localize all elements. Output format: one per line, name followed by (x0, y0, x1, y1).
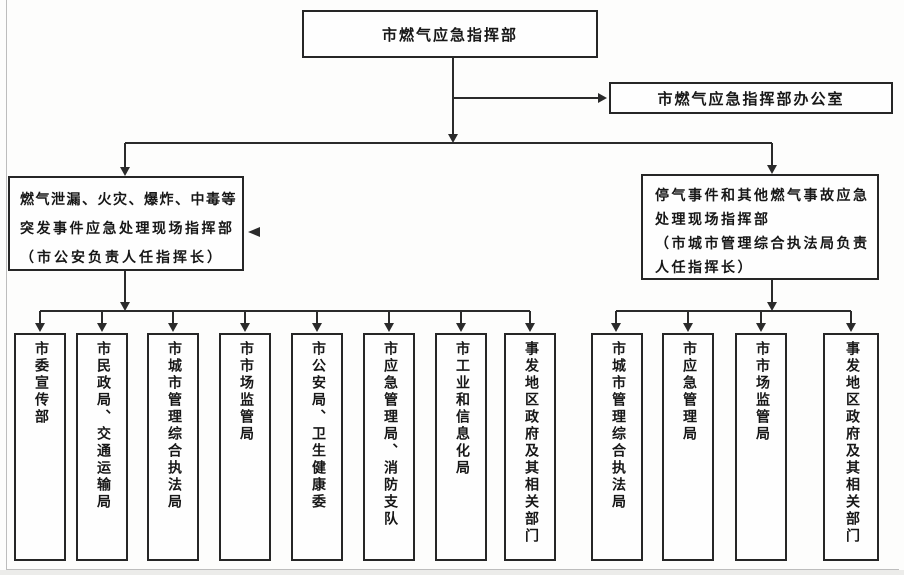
page-border-bottom (6, 569, 899, 570)
arrowhead-down-icon (312, 323, 322, 332)
arrowhead-down-icon (756, 323, 766, 332)
node-label: 市燃气应急指挥部办公室 (657, 91, 845, 108)
arrowhead-down-icon (611, 323, 621, 332)
node-label: 市民政局、交通运输局 (95, 341, 110, 511)
node-right-member-2: 市应急管理局 (662, 333, 714, 561)
node-left-member-7: 市工业和信息化局 (435, 333, 487, 561)
arrowhead-down-icon (97, 323, 107, 332)
arrowhead-down-icon (168, 323, 178, 332)
node-left-member-8: 事发地区政府及其相关部门 (504, 333, 556, 561)
arrowhead-right-icon (598, 93, 607, 103)
node-hq-office: 市燃气应急指挥部办公室 (609, 82, 893, 114)
node-label: 市公安局、卫生健康委 (310, 341, 325, 511)
node-label-line: 处理现场指挥部 (655, 213, 771, 228)
node-label-line: （市公安负责人任指挥长） (20, 251, 224, 266)
page-margin-strip (0, 570, 904, 575)
node-left-member-6: 市应急管理局、消防支队 (363, 333, 415, 561)
node-gas-emergency-hq: 市燃气应急指挥部 (302, 10, 598, 58)
node-label: 市燃气应急指挥部 (381, 27, 518, 44)
node-label: 市城市管理综合执法局 (610, 341, 625, 511)
node-label: 市城市管理综合执法局 (166, 341, 181, 511)
arrowhead-down-icon (120, 167, 130, 176)
node-label-line: 突发事件应急处理现场指挥部 (20, 222, 235, 237)
node-label: 市委宣传部 (33, 341, 48, 426)
arrowhead-down-icon (456, 323, 466, 332)
node-label: 事发地区政府及其相关部门 (844, 341, 859, 545)
connector-segments (39, 58, 852, 324)
node-left-member-2: 市民政局、交通运输局 (76, 333, 128, 561)
node-leak-incident-command: 燃气泄漏、火灾、爆炸、中毒等 突发事件应急处理现场指挥部 （市公安负责人任指挥长… (8, 176, 244, 271)
node-left-member-1: 市委宣传部 (14, 333, 66, 561)
node-left-member-3: 市城市管理综合执法局 (147, 333, 199, 561)
page-border-left (6, 0, 7, 570)
arrowhead-down-icon (120, 302, 130, 311)
node-left-member-4: 市市场监管局 (219, 333, 271, 561)
node-label: 市应急管理局 (681, 341, 696, 443)
node-right-member-3: 市市场监管局 (735, 333, 787, 561)
arrowhead-down-icon (525, 323, 535, 332)
node-left-member-5: 市公安局、卫生健康委 (291, 333, 343, 561)
node-label-line: 燃气泄漏、火灾、爆炸、中毒等 (20, 193, 237, 208)
node-label: 市工业和信息化局 (454, 341, 469, 477)
node-label: 市市场监管局 (238, 341, 253, 443)
node-outage-incident-command: 停气事件和其他燃气事故应急 处理现场指挥部 （市城市管理综合执法局负责 人任指挥… (641, 174, 879, 280)
node-label-line: （市城市管理综合执法局负责 (655, 237, 870, 252)
arrowhead-down-icon (384, 323, 394, 332)
node-label: 事发地区政府及其相关部门 (523, 341, 538, 545)
node-right-member-4: 事发地区政府及其相关部门 (823, 333, 879, 561)
arrowhead-left-icon (248, 227, 260, 237)
arrowhead-down-icon (448, 134, 458, 143)
arrowheads (35, 93, 856, 332)
node-label-line: 停气事件和其他燃气事故应急 (655, 189, 870, 204)
node-label: 市应急管理局、消防支队 (382, 341, 397, 528)
arrowhead-down-icon (767, 302, 777, 311)
node-label-line: 人任指挥长） (655, 261, 754, 276)
arrowhead-down-icon (767, 165, 777, 174)
arrowhead-down-icon (240, 323, 250, 332)
node-label: 市市场监管局 (754, 341, 769, 443)
arrowhead-down-icon (846, 323, 856, 332)
arrowhead-down-icon (35, 323, 45, 332)
node-right-member-1: 市城市管理综合执法局 (591, 333, 643, 561)
arrowhead-down-icon (683, 323, 693, 332)
